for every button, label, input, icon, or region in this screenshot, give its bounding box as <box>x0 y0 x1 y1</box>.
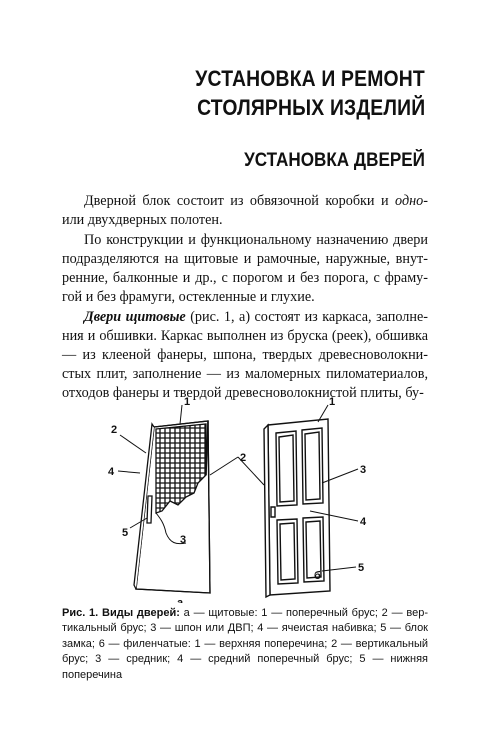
label-b-1: 1 <box>329 396 335 408</box>
label-b-6: б <box>314 570 321 582</box>
label-b-3: 3 <box>360 464 366 476</box>
caption-text: а — щитовые: 1 — поперечный брус; 2 — ве… <box>62 607 428 681</box>
label-shared-2: 2 <box>240 452 246 464</box>
label-a-5: 5 <box>122 527 128 539</box>
chapter-title-line-2: СТОЛЯРНЫХ ИЗДЕЛИЙ <box>196 95 425 120</box>
body-text: Дверной блок состоит из обвязочной короб… <box>62 192 428 403</box>
label-b-4: 4 <box>360 516 367 528</box>
caption-title: Рис. 1. Виды дверей: <box>62 607 180 619</box>
chapter-title-line-1: УСТАНОВКА И РЕМОНТ <box>195 66 425 91</box>
figure-caption: Рис. 1. Виды дверей: а — щитовые: 1 — по… <box>62 606 428 683</box>
paragraph-2: По конструкции и функциональному назначе… <box>62 232 428 305</box>
flush-door-drawing <box>133 420 211 594</box>
sublabel-a: а <box>177 597 184 603</box>
label-a-4: 4 <box>108 466 115 478</box>
panel-door-drawing <box>263 418 331 599</box>
paragraph-3: Двери щитовые (рис. 1, а) состоят из кар… <box>62 309 428 401</box>
label-b-5: 5 <box>358 562 364 574</box>
section-title: УСТАНОВКА ДВЕРЕЙ <box>244 150 425 171</box>
label-a-2: 2 <box>111 424 117 436</box>
label-a-1: 1 <box>184 396 190 408</box>
door-types-figure: 1 2 4 5 3 2 1 3 4 5 б а <box>100 393 390 609</box>
paragraph-1: Дверной блок состоит из обвязочной короб… <box>62 193 428 228</box>
label-a-3: 3 <box>180 534 186 546</box>
door-drawings: 1 2 4 5 3 2 1 3 4 5 б а <box>108 396 367 609</box>
